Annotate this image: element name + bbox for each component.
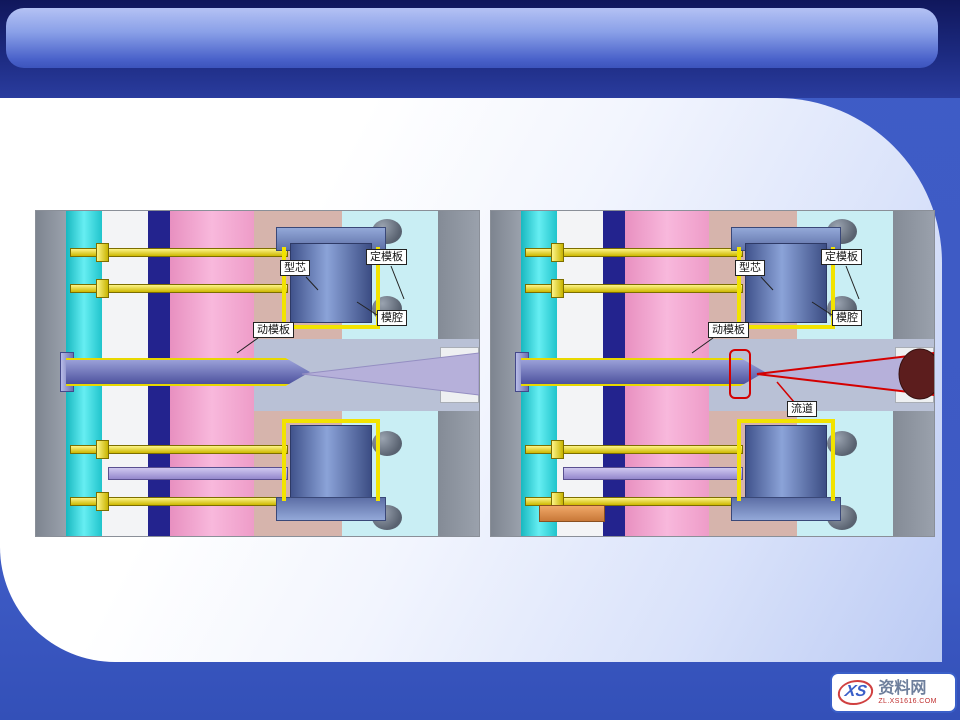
core-flange-bottom xyxy=(276,497,386,521)
core-insert-top xyxy=(290,243,372,323)
cavity-outline-bottom xyxy=(282,419,380,501)
label-runner: 流道 xyxy=(787,401,817,418)
core-insert-bottom xyxy=(745,425,827,505)
watermark: XS 资料网 ZL.XS1616.COM xyxy=(830,672,957,713)
guide-pin xyxy=(70,284,288,293)
return-pin xyxy=(563,467,743,480)
label-moving-plate: 动模板 xyxy=(253,322,294,339)
label-core: 型芯 xyxy=(735,260,765,277)
label-cavity: 模腔 xyxy=(377,310,407,327)
guide-pin xyxy=(525,445,743,454)
mold-diagram-left: 型芯 定模板 模腔 动模板 xyxy=(35,210,480,537)
core-insert-bottom xyxy=(290,425,372,505)
bolt-head xyxy=(551,440,564,459)
mold-diagram-right: 型芯 定模板 模腔 动模板 流道 xyxy=(490,210,935,537)
sprue-puller-rod xyxy=(521,358,765,386)
guide-pin xyxy=(70,445,288,454)
sprue-tip xyxy=(898,348,934,400)
sprue-cone xyxy=(301,352,479,396)
guide-pin xyxy=(525,248,743,257)
bolt-head xyxy=(96,243,109,262)
return-pin xyxy=(108,467,288,480)
core-insert-top xyxy=(745,243,827,323)
runner-and-leader-lines xyxy=(236,265,479,396)
label-moving-plate: 动模板 xyxy=(708,322,749,339)
site-name: 资料网 xyxy=(878,680,927,698)
bolt-head xyxy=(96,279,109,298)
cavity-outline-top xyxy=(282,247,380,329)
gate-outline xyxy=(729,349,751,399)
cavity-outline-top xyxy=(737,247,835,329)
sprue-puller-rod xyxy=(66,358,310,386)
bolt-head xyxy=(96,492,109,511)
logo-xs: XS xyxy=(843,683,869,701)
bolt-head xyxy=(551,243,564,262)
title-bar-decoration xyxy=(6,8,938,68)
bolt-head xyxy=(551,279,564,298)
sprue-cone-filled xyxy=(756,351,934,397)
stop-block xyxy=(539,505,605,522)
label-fixed-plate: 定模板 xyxy=(821,249,862,266)
cavity-outline-bottom xyxy=(737,419,835,501)
site-url: ZL.XS1616.COM xyxy=(878,697,937,705)
watermark-logo-icon: XS xyxy=(835,680,876,705)
label-core: 型芯 xyxy=(280,260,310,277)
core-flange-bottom xyxy=(731,497,841,521)
label-cavity: 模腔 xyxy=(832,310,862,327)
guide-pin xyxy=(525,284,743,293)
watermark-text: 资料网 ZL.XS1616.COM xyxy=(878,680,937,705)
runner-and-leader-lines xyxy=(691,265,934,403)
label-fixed-plate: 定模板 xyxy=(366,249,407,266)
guide-pin xyxy=(70,248,288,257)
bolt-head xyxy=(96,440,109,459)
